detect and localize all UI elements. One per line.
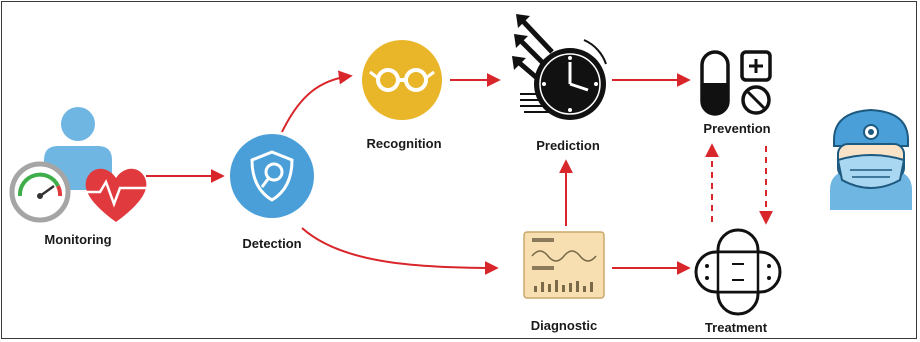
- monitoring-label: Monitoring: [44, 232, 112, 247]
- doctor-mask-icon: [830, 108, 912, 210]
- clock-arrows-icon: [512, 14, 607, 120]
- flow-arrows: [146, 70, 773, 275]
- pill-medkit-icon: [700, 50, 772, 116]
- detection-label: Detection: [242, 236, 302, 251]
- chart-report-icon: [523, 231, 605, 299]
- glasses-icon: [362, 40, 442, 120]
- diagnostic-label: Diagnostic: [530, 318, 598, 333]
- arrow-detection-to-diagnostic: [301, 227, 499, 275]
- prevention-label: Prevention: [703, 121, 771, 136]
- shield-magnifier-icon: [230, 134, 314, 218]
- person-gauge-heart-icon: [9, 107, 148, 223]
- prediction-label: Prediction: [536, 138, 600, 153]
- treatment-label: Treatment: [704, 320, 768, 335]
- arrow-detection-to-recognition: [281, 70, 353, 133]
- bandage-icon: [694, 228, 782, 316]
- recognition-label: Recognition: [366, 136, 442, 151]
